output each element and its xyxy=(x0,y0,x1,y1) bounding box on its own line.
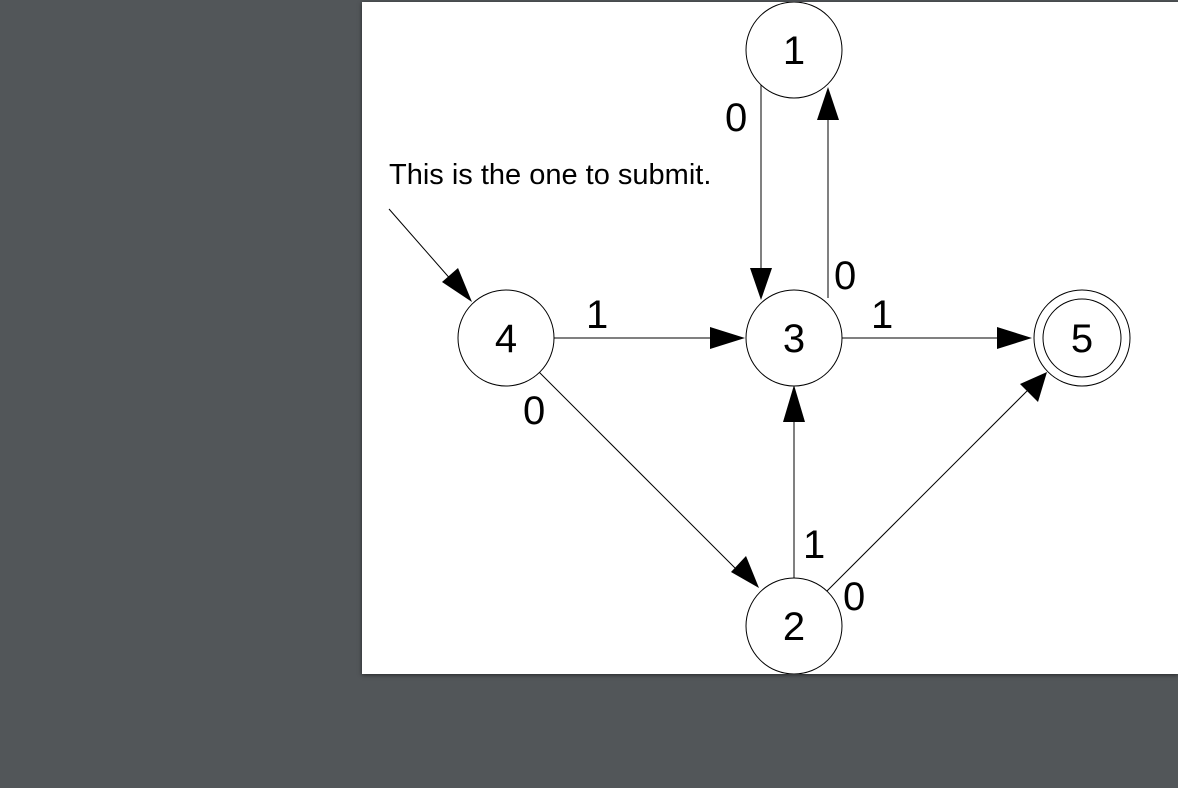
edge-2-to-5-arrow-icon xyxy=(1020,372,1047,402)
state-node-2: 2 xyxy=(745,577,843,674)
state-label-1: 1 xyxy=(783,29,805,73)
edge-3-to-1-arrow-icon xyxy=(817,87,839,120)
edge-4-to-3-label: 1 xyxy=(586,293,608,337)
edge-4-to-2-line xyxy=(538,371,741,574)
state-node-1: 1 xyxy=(745,2,843,99)
edge-2-to-5-line xyxy=(825,387,1031,593)
start-arrow-head xyxy=(442,268,472,302)
edge-2-to-3-arrow-icon xyxy=(783,385,805,422)
edge-4-to-3-arrow-icon xyxy=(710,327,745,349)
start-arrow-line xyxy=(388,208,461,291)
annotation-text: This is the one to submit. xyxy=(389,159,711,191)
edge-2-to-3-label: 1 xyxy=(803,523,825,567)
state-label-5: 5 xyxy=(1071,317,1093,361)
state-label-4: 4 xyxy=(495,317,517,361)
edge-4-to-2-arrow-icon xyxy=(731,556,759,588)
edge-3-to-1-label: 0 xyxy=(834,254,856,298)
document-page: This is the one to submit. 0 0 1 1 0 xyxy=(362,2,1178,674)
state-diagram: This is the one to submit. 0 0 1 1 0 xyxy=(388,2,1131,674)
edge-1-to-3-label: 0 xyxy=(725,96,747,140)
edge-1-to-3-arrow-icon xyxy=(750,268,772,300)
state-node-5-accepting: 5 xyxy=(1033,289,1131,387)
edge-4-to-2-label: 0 xyxy=(523,389,545,433)
edge-3-to-5-label: 1 xyxy=(871,293,893,337)
state-label-3: 3 xyxy=(783,317,805,361)
state-label-2: 2 xyxy=(783,605,805,649)
state-node-4: 4 xyxy=(457,289,555,387)
state-node-3: 3 xyxy=(745,289,843,387)
edge-2-to-5-label: 0 xyxy=(843,575,865,619)
edge-3-to-5-arrow-icon xyxy=(997,327,1032,349)
